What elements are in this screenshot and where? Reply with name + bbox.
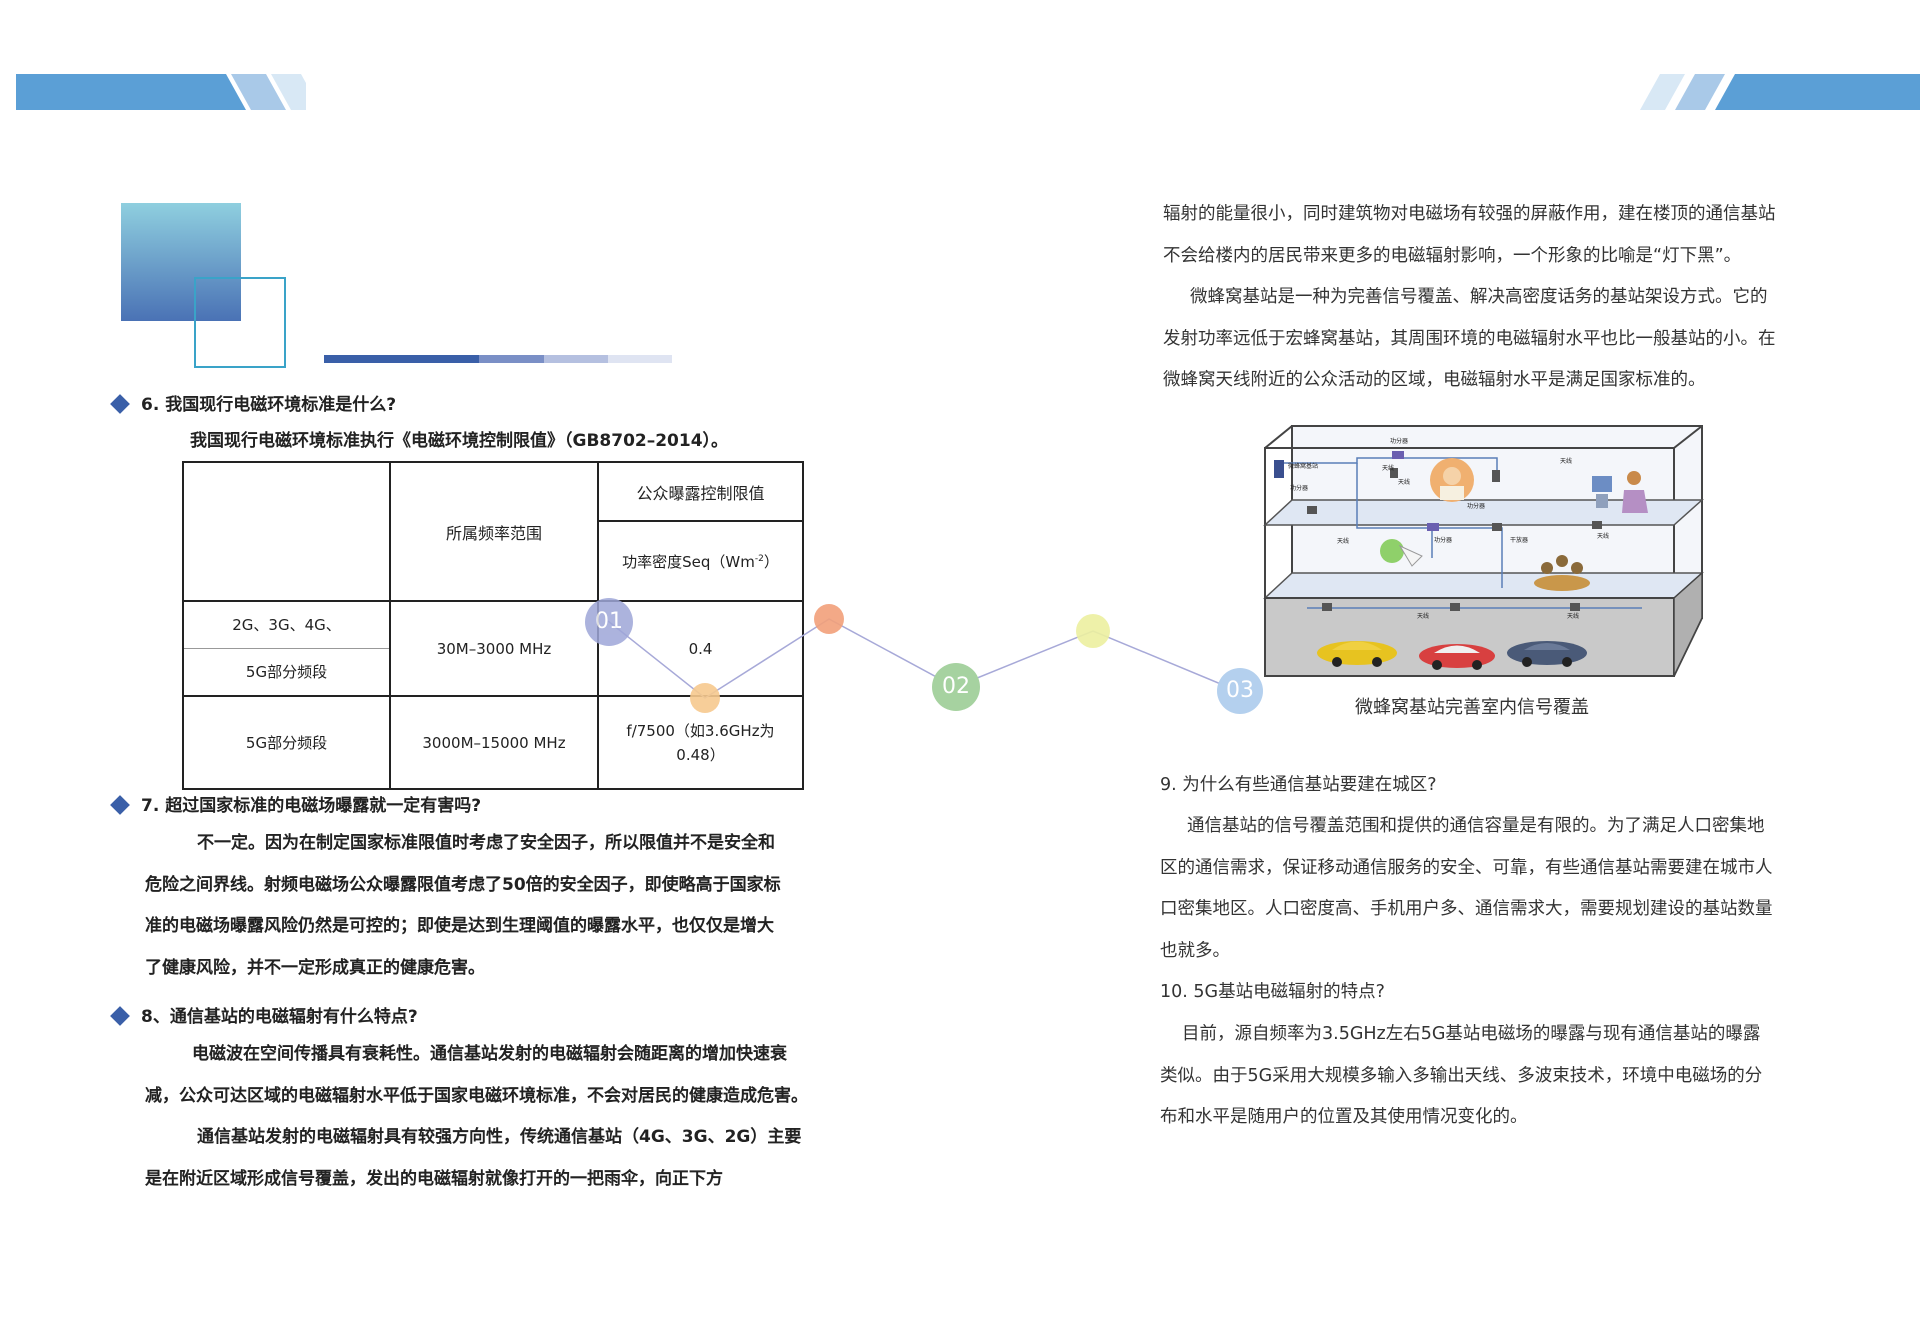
figure-label: 天线 [1567,612,1579,620]
diamond-bullet-icon [110,795,130,815]
table-header-range: 所属频率范围 [389,461,599,602]
figure-label: 功分器 [1434,536,1452,544]
figure-label: 干放器 [1510,536,1528,544]
micro-cell-building-illustration: 微蜂窝基站 功分器 天线 功分器 天线 功分器 天线 功分器 天线 干放器 天线… [1263,425,1704,677]
figure-caption: 微蜂窝基站完善室内信号覆盖 [1355,697,1589,718]
figure-label: 天线 [1597,532,1609,540]
timeline-node-02: 02 [932,663,980,711]
figure-label: 天线 [1382,464,1394,472]
question-7-answer: 不一定。因为在制定国家标准限值时考虑了安全因子，所以限值并不是安全和 危险之间界… [145,833,781,978]
standard-limit-table: 所属频率范围 公众曝露控制限值 功率密度Seq（Wm-2） 2G、3G、4G、 … [182,461,804,790]
right-top-paragraph: 辐射的能量很小，同时建筑物对电磁场有较强的屏蔽作用，建在楼顶的通信基站 不会给楼… [1163,204,1776,390]
table-row1-band: 2G、3G、4G、 5G部分频段 [182,600,391,697]
figure-label: 功分器 [1390,437,1408,445]
question-9-title: 9. 为什么有些通信基站要建在城区? [1160,775,1437,795]
top-right-banner [1640,74,1920,110]
top-left-banner [16,74,306,110]
table-header-limit: 公众曝露控制限值 [597,461,804,522]
table-row1-range: 30M–3000 MHz [389,600,599,697]
figure-label: 天线 [1337,537,1349,545]
table-row2-range: 3000M–15000 MHz [389,695,599,790]
question-7-title: 7. 超过国家标准的电磁场曝露就一定有害吗? [110,791,481,816]
table-row2-band: 5G部分频段 [182,695,391,790]
diamond-bullet-icon [110,1006,130,1026]
figure-label: 天线 [1560,457,1572,465]
table-header-unit: 功率密度Seq（Wm-2） [597,520,804,602]
question-8-title: 8、通信基站的电磁辐射有什么特点? [110,1002,418,1027]
decor-outline-square [194,277,286,368]
question-8-answer: 电磁波在空间传播具有衰耗性。通信基站发射的电磁辐射会随距离的增加快速衰 减，公众… [145,1044,808,1189]
timeline-node-03: 03 [1217,668,1263,714]
timeline-node-01: 01 [585,598,633,646]
question-6-title: 6. 我国现行电磁环境标准是什么? [110,390,396,415]
table-empty-header [182,461,391,602]
timeline-decoration [607,604,1241,713]
figure-label: 功分器 [1290,484,1308,492]
question-10-answer: 目前，源自频率为3.5GHz左右5G基站电磁场的曝露与现有通信基站的曝露 类似。… [1160,1024,1763,1127]
decor-bar-strip [324,355,672,363]
diamond-bullet-icon [110,394,130,414]
question-10-title: 10. 5G基站电磁辐射的特点? [1160,982,1385,1002]
figure-label: 天线 [1417,612,1429,620]
figure-label: 天线 [1398,478,1410,486]
question-9-answer: 通信基站的信号覆盖范围和提供的通信容量是有限的。为了满足人口密集地 区的通信需求… [1160,816,1773,961]
decor-gradient-square [121,203,241,321]
figure-label: 微蜂窝基站 [1288,462,1318,470]
question-6-answer: 我国现行电磁环境标准执行《电磁环境控制限值》（GB8702–2014）。 [190,431,729,451]
figure-label: 功分器 [1467,502,1485,510]
